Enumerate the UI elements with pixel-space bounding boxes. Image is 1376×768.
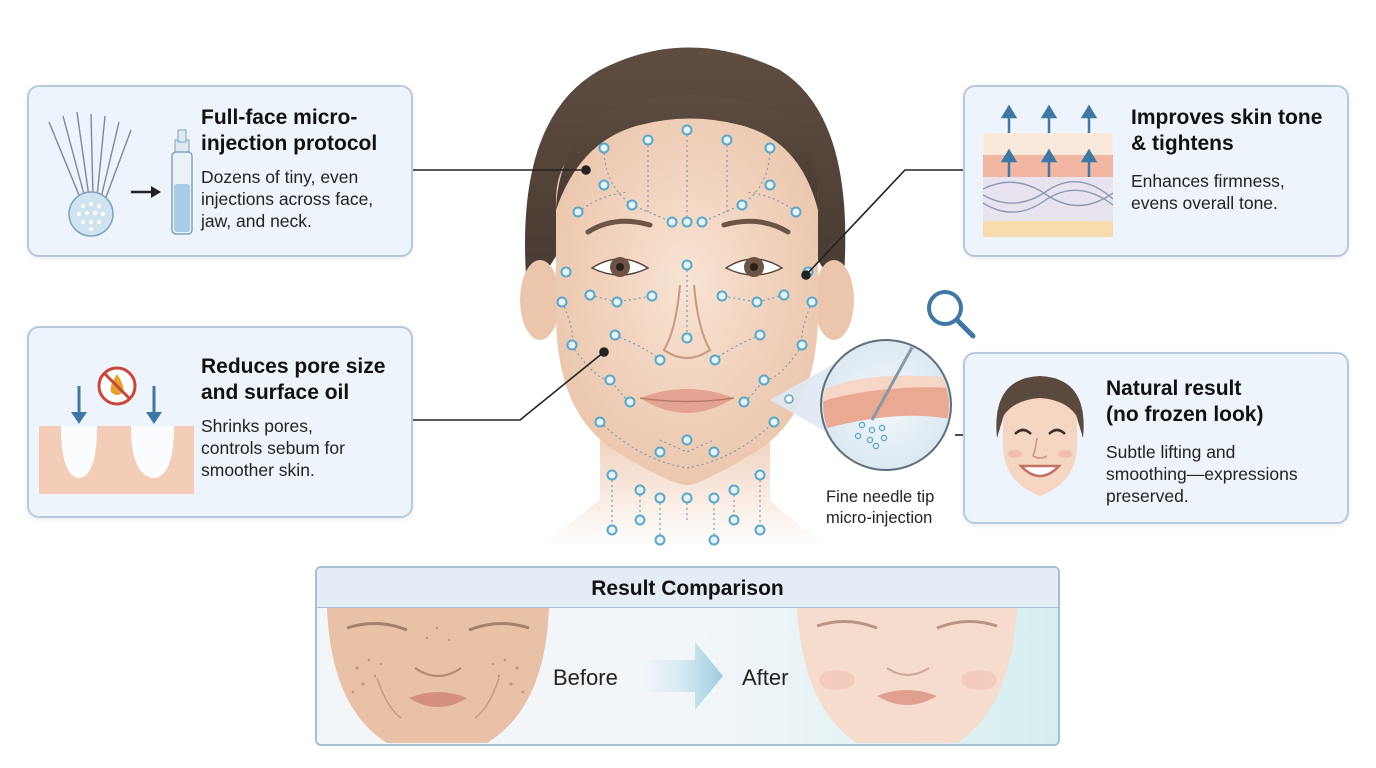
needle-zoom-lens	[820, 339, 952, 471]
card-desc-line2: evens overall tone.	[1131, 193, 1278, 213]
comparison-header: Result Comparison	[317, 568, 1058, 608]
pore-illustration	[39, 366, 194, 494]
card-injection-protocol: Full-face micro- injection protocol Doze…	[27, 85, 413, 257]
card-desc-line2: injections across face,	[201, 189, 374, 209]
before-label: Before	[553, 665, 618, 690]
comparison-title: Result Comparison	[591, 577, 784, 600]
nose	[662, 284, 712, 359]
zoom-origin-dot	[784, 394, 794, 404]
card-title-line1: Reduces pore size	[201, 355, 386, 378]
card-desc-line1: Subtle lifting and	[1106, 442, 1236, 462]
callout-lines	[413, 165, 963, 436]
card-title-line2: and surface oil	[201, 381, 350, 404]
card-title-line2: (no frozen look)	[1106, 403, 1264, 426]
before-face	[327, 608, 549, 743]
card-title-line1: Natural result	[1106, 377, 1242, 400]
card-desc-line1: Shrinks pores,	[201, 416, 313, 436]
card-title-line2: injection protocol	[201, 132, 378, 155]
left-ear	[520, 260, 560, 340]
card-title-line1: Full-face micro-	[201, 106, 358, 129]
right-eye	[724, 257, 784, 277]
magnifier-icon	[927, 290, 976, 339]
card-desc-line1: Enhances firmness,	[1131, 171, 1285, 191]
card-natural-result: Natural result (no frozen look) Subtle l…	[963, 352, 1349, 524]
needle-caption-line2: micro-injection	[826, 509, 933, 527]
card-desc-line3: smoother skin.	[201, 460, 315, 480]
injection-points	[556, 124, 818, 546]
needle-caption-line1: Fine needle tip	[826, 488, 935, 506]
transition-arrow	[617, 642, 723, 710]
card-title-line1: Improves skin tone	[1131, 106, 1323, 129]
card-desc-line1: Dozens of tiny, even	[201, 167, 359, 187]
after-label: After	[742, 665, 789, 690]
needle-cluster-icon	[48, 112, 193, 237]
card-desc-line3: preserved.	[1106, 486, 1189, 506]
after-face	[797, 608, 1017, 743]
right-ear	[814, 260, 854, 340]
skin-layers-icon	[982, 104, 1114, 237]
card-title-line2: & tightens	[1131, 132, 1234, 155]
card-pore-reduction: Reduces pore size and surface oil Shrink…	[27, 326, 413, 518]
card-desc-line2: controls sebum for	[201, 438, 345, 458]
left-eye	[590, 257, 650, 277]
card-desc-line3: jaw, and neck.	[201, 211, 312, 231]
result-comparison-panel: Result Comparison Before After	[315, 566, 1060, 746]
card-desc-line2: smoothing—expressions	[1106, 464, 1298, 484]
smiling-face-icon	[996, 376, 1084, 496]
card-skin-tone: Improves skin tone & tightens Enhances f…	[963, 85, 1349, 257]
